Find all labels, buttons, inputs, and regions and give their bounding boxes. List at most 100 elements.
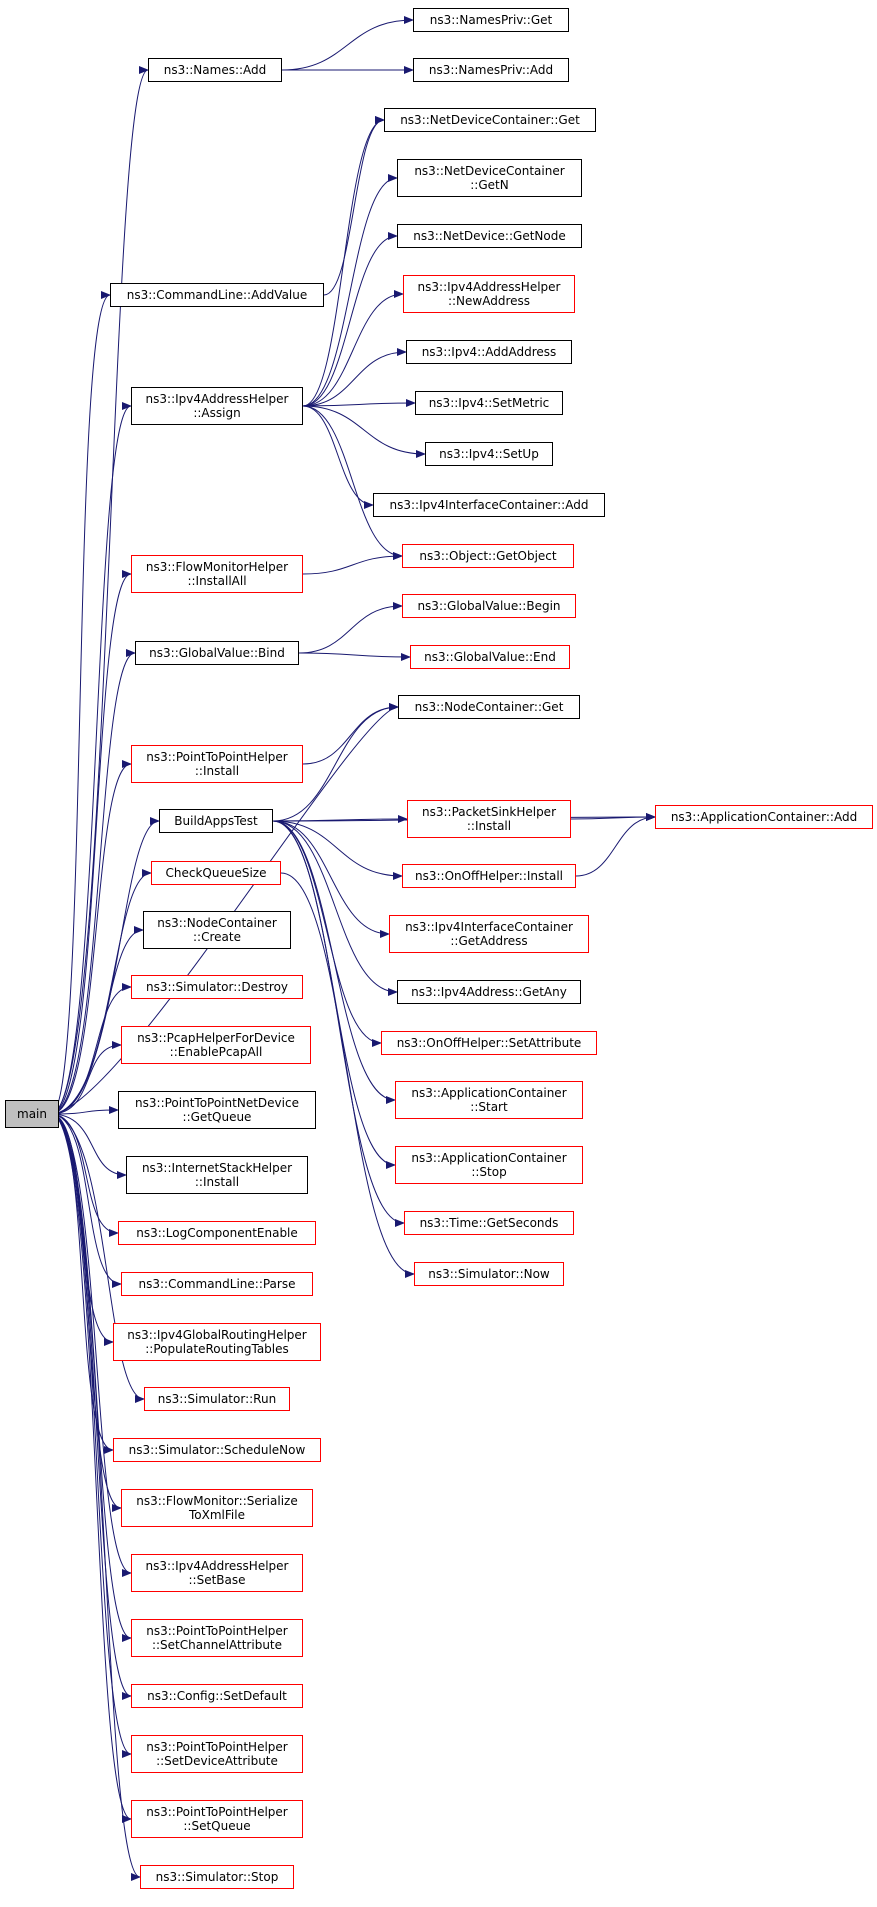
node-gv-bind[interactable]: ns3::GlobalValue::Bind — [135, 641, 299, 665]
node-internetstack-install[interactable]: ns3::InternetStackHelper::Install — [126, 1156, 308, 1194]
edge-buildappstest-to-ipv4address_getany — [272, 820, 398, 996]
node-gv-begin[interactable]: ns3::GlobalValue::Begin — [402, 594, 576, 618]
edge-buildappstest-to-nodecontainer_get — [272, 703, 399, 822]
node-ipv4-setup[interactable]: ns3::Ipv4::SetUp — [425, 442, 553, 466]
node-label: ns3::NodeContainer::Get — [414, 700, 564, 714]
node-label: ns3::Simulator::Run — [157, 1392, 277, 1406]
node-label: ns3::Ipv4::SetUp — [439, 447, 539, 461]
node-onoff-install[interactable]: ns3::OnOffHelper::Install — [402, 864, 576, 888]
node-netdevice-getnode[interactable]: ns3::NetDevice::GetNode — [397, 224, 582, 248]
node-gv-end[interactable]: ns3::GlobalValue::End — [410, 645, 570, 669]
node-label: ns3::Ipv4Address::GetAny — [411, 985, 567, 999]
node-ipv4global-populate[interactable]: ns3::Ipv4GlobalRoutingHelper::PopulateRo… — [113, 1323, 321, 1361]
node-ndc-getn[interactable]: ns3::NetDeviceContainer::GetN — [397, 159, 582, 197]
node-sim-run[interactable]: ns3::Simulator::Run — [144, 1387, 290, 1411]
node-label: ::Install — [194, 764, 240, 778]
node-label: ns3::Time::GetSeconds — [419, 1216, 559, 1230]
node-label: ns3::PacketSinkHelper — [421, 805, 556, 819]
node-flowmon-installall[interactable]: ns3::FlowMonitorHelper::InstallAll — [131, 555, 303, 593]
edge-main-to-ipv4helper_setbase — [50, 1113, 132, 1577]
node-appcontainer-start[interactable]: ns3::ApplicationContainer::Start — [395, 1081, 583, 1119]
node-label: ::InstallAll — [187, 574, 247, 588]
node-label: ns3::Ipv4AddressHelper — [145, 1559, 289, 1573]
edge-main-to-nodecontainer_create — [50, 926, 144, 1115]
node-namespriv-add[interactable]: ns3::NamesPriv::Add — [413, 58, 569, 82]
edge-main-to-cmd_addvalue — [50, 291, 111, 1115]
node-ipv4-addaddress[interactable]: ns3::Ipv4::AddAddress — [406, 340, 572, 364]
node-p2p-setchannelattr[interactable]: ns3::PointToPointHelper::SetChannelAttri… — [131, 1619, 303, 1657]
node-label: ns3::ApplicationContainer — [411, 1151, 567, 1165]
node-ipv4ic-getaddress[interactable]: ns3::Ipv4InterfaceContainer::GetAddress — [389, 915, 589, 953]
node-packetsink-install[interactable]: ns3::PacketSinkHelper::Install — [407, 800, 571, 838]
node-label: ns3::PointToPointHelper — [146, 1624, 288, 1638]
node-ndc-get[interactable]: ns3::NetDeviceContainer::Get — [384, 108, 596, 132]
node-label: ::Stop — [471, 1165, 507, 1179]
node-pcap-enableall[interactable]: ns3::PcapHelperForDevice::EnablePcapAll — [121, 1026, 311, 1064]
edge-buildappstest-to-packetsink_install — [272, 815, 408, 824]
node-ipv4helper-setbase[interactable]: ns3::Ipv4AddressHelper::SetBase — [131, 1554, 303, 1592]
node-nodecontainer-get[interactable]: ns3::NodeContainer::Get — [398, 695, 580, 719]
node-label: ns3::Simulator::Destroy — [145, 980, 289, 994]
edge-main-to-cmd_parse — [50, 1113, 122, 1288]
node-ipv4helper-newaddress[interactable]: ns3::Ipv4AddressHelper::NewAddress — [403, 275, 575, 313]
node-p2p-setqueue[interactable]: ns3::PointToPointHelper::SetQueue — [131, 1800, 303, 1838]
node-label: ns3::CommandLine::Parse — [138, 1277, 296, 1291]
edge-gv_bind-to-gv_end — [298, 652, 411, 661]
node-buildappstest[interactable]: BuildAppsTest — [159, 809, 273, 833]
node-onoff-setattribute[interactable]: ns3::OnOffHelper::SetAttribute — [381, 1031, 597, 1055]
edge-ipv4helper_assign-to-netdevice_getnode — [302, 232, 398, 407]
node-label: ::GetN — [470, 178, 509, 192]
edge-main-to-ipv4helper_assign — [50, 402, 132, 1115]
node-label: ::SetQueue — [183, 1819, 251, 1833]
node-sim-schedulenow[interactable]: ns3::Simulator::ScheduleNow — [113, 1438, 321, 1462]
node-label: ns3::OnOffHelper::Install — [414, 869, 563, 883]
node-label: ns3::NamesPriv::Add — [428, 63, 554, 77]
node-main[interactable]: main — [5, 1100, 59, 1128]
node-p2p-setdeviceattr[interactable]: ns3::PointToPointHelper::SetDeviceAttrib… — [131, 1735, 303, 1773]
edge-main-to-p2p_install — [50, 760, 132, 1115]
node-ipv4ic-add[interactable]: ns3::Ipv4InterfaceContainer::Add — [373, 493, 605, 517]
edge-main-to-gv_bind — [50, 649, 136, 1115]
node-time-getseconds[interactable]: ns3::Time::GetSeconds — [404, 1211, 574, 1235]
node-label: ::NewAddress — [447, 294, 531, 308]
node-label: ns3::PointToPointHelper — [146, 1740, 288, 1754]
node-label: ::PopulateRoutingTables — [145, 1342, 289, 1356]
node-ipv4-setmetric[interactable]: ns3::Ipv4::SetMetric — [415, 391, 563, 415]
node-names-add[interactable]: ns3::Names::Add — [148, 58, 282, 82]
node-cmd-parse[interactable]: ns3::CommandLine::Parse — [121, 1272, 313, 1296]
node-object-getobject[interactable]: ns3::Object::GetObject — [402, 544, 574, 568]
node-label: ns3::Ipv4InterfaceContainer — [405, 920, 573, 934]
edge-ipv4helper_assign-to-ipv4helper_newaddress — [302, 290, 404, 407]
edge-ipv4helper_assign-to-ipv4_addaddress — [302, 348, 407, 407]
node-checkqueuesize[interactable]: CheckQueueSize — [151, 861, 281, 885]
edge-main-to-p2p_setchannelattr — [50, 1113, 132, 1642]
node-p2p-install[interactable]: ns3::PointToPointHelper::Install — [131, 745, 303, 783]
node-sim-now[interactable]: ns3::Simulator::Now — [414, 1262, 564, 1286]
node-label: ns3::Simulator::ScheduleNow — [128, 1443, 306, 1457]
node-namespriv-get[interactable]: ns3::NamesPriv::Get — [413, 8, 569, 32]
node-logcomponentenable[interactable]: ns3::LogComponentEnable — [118, 1221, 316, 1245]
node-sim-stop[interactable]: ns3::Simulator::Stop — [140, 1865, 294, 1889]
node-sim-destroy[interactable]: ns3::Simulator::Destroy — [131, 975, 303, 999]
node-label: ns3::NamesPriv::Get — [429, 13, 553, 27]
node-ipv4address-getany[interactable]: ns3::Ipv4Address::GetAny — [397, 980, 581, 1004]
node-nodecontainer-create[interactable]: ns3::NodeContainer::Create — [143, 911, 291, 949]
edge-cmd_addvalue-to-ndc_get — [323, 116, 385, 296]
node-label: ns3::ApplicationContainer — [411, 1086, 567, 1100]
node-label: ns3::FlowMonitorHelper — [145, 560, 289, 574]
edge-ipv4helper_assign-to-ndc_get — [302, 116, 385, 407]
node-appcontainer-stop[interactable]: ns3::ApplicationContainer::Stop — [395, 1146, 583, 1184]
node-appcontainer-add[interactable]: ns3::ApplicationContainer::Add — [655, 805, 873, 829]
node-label: ns3::FlowMonitor::Serialize — [136, 1494, 298, 1508]
node-ipv4helper-assign[interactable]: ns3::Ipv4AddressHelper::Assign — [131, 387, 303, 425]
node-config-setdefault[interactable]: ns3::Config::SetDefault — [131, 1684, 303, 1708]
node-label: ns3::Ipv4AddressHelper — [417, 280, 561, 294]
node-cmd-addvalue[interactable]: ns3::CommandLine::AddValue — [110, 283, 324, 307]
node-p2pnetdevice-getqueue[interactable]: ns3::PointToPointNetDevice::GetQueue — [118, 1091, 316, 1129]
edge-names_add-to-namespriv_get — [281, 16, 414, 71]
edge-main-to-internetstack_install — [50, 1113, 127, 1179]
node-label: ::EnablePcapAll — [169, 1045, 263, 1059]
node-label: main — [17, 1107, 47, 1121]
node-label: ns3::NetDeviceContainer — [414, 164, 565, 178]
